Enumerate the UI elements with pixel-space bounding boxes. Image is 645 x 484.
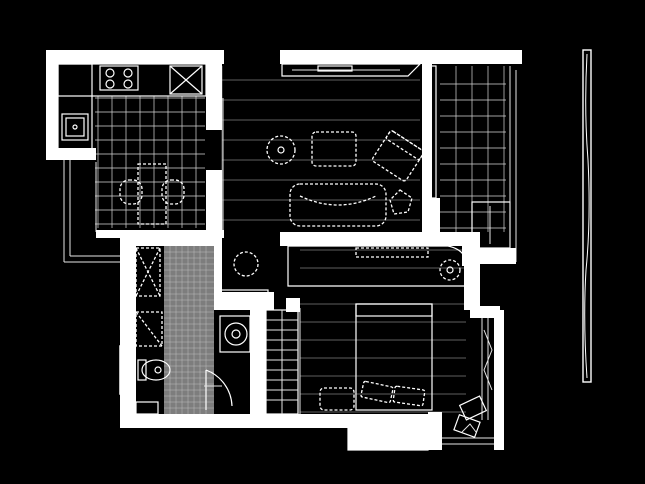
- wardrobe-icon: [265, 309, 299, 415]
- wall-kitchen-north: [46, 50, 224, 64]
- balcony-south: [440, 316, 494, 445]
- wall-balcony-pier: [422, 198, 440, 232]
- wall-south-balcony-east: [494, 310, 504, 450]
- kitchen: [57, 63, 207, 263]
- sofa-icon: [289, 183, 387, 227]
- balcony-south-railing: [440, 316, 494, 445]
- bay-window-south: [347, 427, 429, 451]
- kitchen-counter-top: [57, 63, 207, 97]
- desk-icon: [287, 245, 467, 287]
- wall-bedroom-ne: [462, 232, 480, 266]
- sink-icon: [61, 113, 89, 141]
- balcony-north-tiles: [440, 66, 506, 232]
- living-room: [221, 63, 425, 234]
- wall-south-balcony-west: [428, 412, 442, 450]
- wall-kitchen-east-upper: [206, 50, 222, 130]
- wall-wardrobe-west: [250, 310, 266, 414]
- bedroom: [287, 245, 467, 414]
- wall-bath-east-upper: [214, 234, 222, 292]
- wall-south: [120, 414, 440, 428]
- wall-balcony-south-cap: [478, 248, 516, 264]
- wall-south-balcony-north: [470, 306, 500, 318]
- living-floor-boards: [221, 66, 420, 234]
- tv-cabinet-icon: [281, 63, 422, 77]
- bathroom-door-icon: [204, 369, 233, 410]
- shower-tray-icon: [135, 247, 161, 297]
- stove-icon: [99, 65, 139, 91]
- wall-bedroom-east-upper: [464, 264, 480, 310]
- dining-table-icon: [119, 163, 185, 225]
- wall-bath-north: [120, 234, 214, 246]
- elevation-marker-icon: [582, 49, 592, 383]
- washbasin-icon: [219, 315, 251, 353]
- wall-kitchen-west: [46, 50, 58, 160]
- wall-kitchen-notch: [46, 148, 96, 160]
- wall-bath-east-mid: [214, 292, 274, 310]
- wall-living-north: [280, 50, 522, 64]
- lounge-chair-icon: [371, 130, 425, 182]
- floor-drain-icon: [135, 401, 159, 415]
- toilet-icon: [137, 359, 171, 381]
- kitchen-balcony-railing: [63, 158, 120, 263]
- stool-center-icon: [277, 146, 285, 154]
- armchair-icon: [311, 131, 357, 167]
- wall-kitchen-east-lower: [206, 170, 222, 234]
- wall-bedroom-door-jamb: [286, 298, 300, 312]
- bathroom: [135, 246, 251, 415]
- kitchen-floor-tiles: [95, 96, 205, 228]
- balcony-chair-icon: [453, 395, 488, 439]
- round-stool-icon: [266, 135, 296, 165]
- nightstand-icon: [319, 387, 355, 411]
- shower-tray-2-icon: [135, 311, 163, 347]
- bed-icon: [355, 303, 433, 411]
- walls: [46, 50, 522, 451]
- kitchen-counter-left: [57, 63, 93, 159]
- wall-living-east: [422, 64, 432, 214]
- wall-bath-window: [119, 345, 131, 395]
- wall-bath-west: [120, 234, 136, 428]
- plant-icon: [389, 189, 413, 215]
- fridge-icon: [169, 65, 203, 95]
- wall-living-south: [280, 232, 466, 246]
